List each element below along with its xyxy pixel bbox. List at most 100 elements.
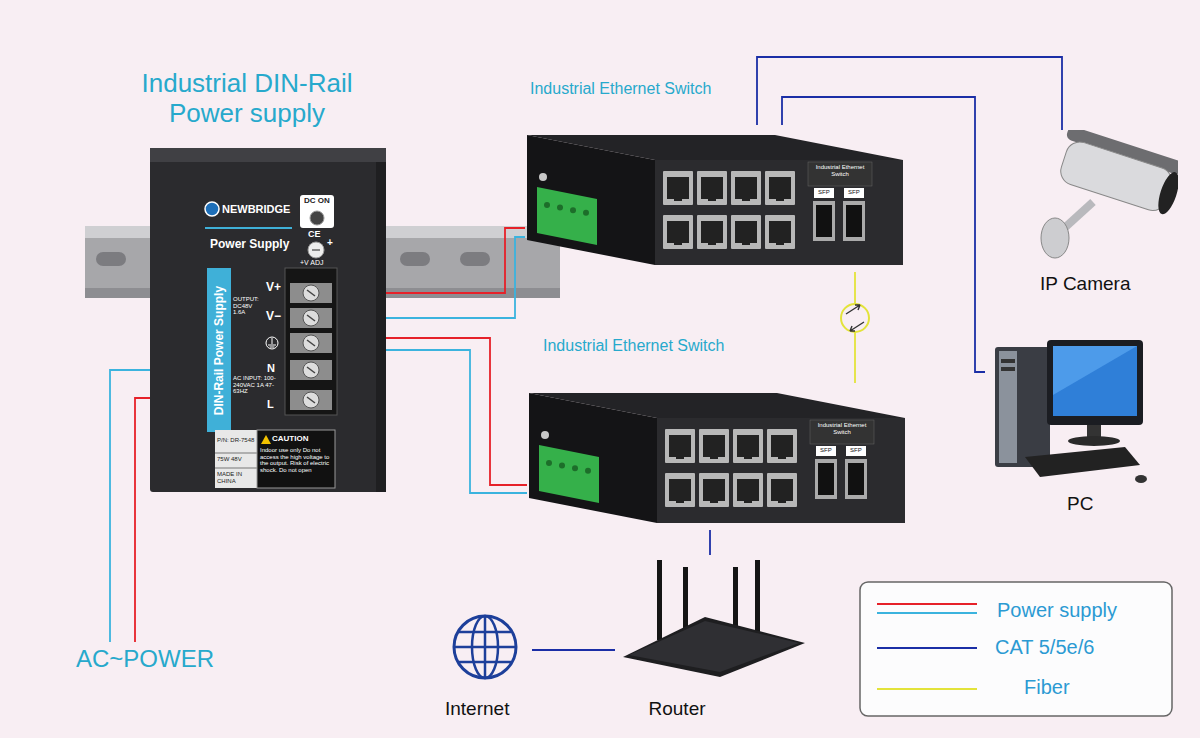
ethernet-switch-art-part [776,197,784,201]
ethernet-switch-art-part [667,177,689,199]
pc-art-part [1025,447,1140,477]
rating-text: AC INPUT: 100-240VAC 1A 47-63HZ [233,375,283,395]
ethernet-switch-art [525,125,905,272]
fiber-symbol [841,304,869,332]
panel-label: Industrial Ethernet Switch [810,164,870,177]
ethernet-switch-art-part [771,435,793,457]
rating-text: OUTPUT: DC48V 1.6A [233,296,263,316]
fiber-symbol-part [850,322,864,331]
power-supply-unit-art-part [268,345,276,346]
ethernet-cable [532,649,615,651]
pc-art-part [1047,340,1143,425]
ethernet-switch-art-part [701,177,723,199]
ethernet-switch-art-part [657,418,905,523]
power-supply-unit-art-part [303,285,319,301]
spec-text: P/N: DR-7548 [217,437,257,444]
power-supply-unit-art-part [290,390,332,410]
ethernet-switch-art-part [813,201,835,241]
ethernet-switch-art-part [744,455,752,459]
ip-camera-art-part-part [1154,170,1178,217]
ethernet-switch-art-part [544,202,550,208]
power-supply-unit-art-part [215,453,257,454]
ip-camera-art-part [1052,130,1178,217]
ethernet-switch-art-part [816,446,836,456]
router-art-part [629,621,799,672]
spec-text: MADE IN CHINA [217,471,257,484]
ethernet-switch-art-part [674,197,682,201]
power-supply-unit-art-part [303,335,319,351]
ethernet-switch-art-part [699,473,729,507]
ethernet-switch-art-part [771,479,793,501]
panel-label: Industrial Ethernet Switch [812,422,872,435]
ethernet-cable [709,530,711,555]
ethernet-switch-art-part [676,499,684,503]
din-rail-part [460,252,490,266]
caution-text: Indoor use only Do not access the high v… [260,447,332,473]
ethernet-switch-art-part [676,455,684,459]
ethernet-switch-art-part [810,420,874,444]
power-supply-unit-art-part [207,268,231,432]
power-wire [386,338,527,485]
ethernet-switch-art-part [541,431,549,439]
ethernet-switch-art-part [697,171,727,205]
ethernet-switch-art-part [539,173,547,181]
ethernet-switch-art-part [701,221,723,243]
pc-art-part [1053,346,1137,395]
pc-art-part [1001,359,1015,363]
product-name: Power Supply [210,238,289,251]
legend-panel-part [877,612,977,614]
device-heading: Industrial Ethernet Switch [543,337,724,355]
ethernet-switch-art-part [767,429,797,463]
adjust-label: +V ADJ [300,259,324,267]
router-art-part [657,560,662,640]
ethernet-switch-art-part [669,435,691,457]
ethernet-switch-art-part [585,468,591,474]
device-heading: Industrial DIN-Rail Power supply [122,68,372,128]
power-supply-unit-art-part [270,347,275,348]
ethernet-switch-art-part [663,171,693,205]
ethernet-switch-art-part [778,499,786,503]
ethernet-cable [757,57,1062,130]
din-rail-part [96,252,126,266]
power-supply-unit-art-part [215,468,257,469]
ethernet-switch-art-part [669,479,691,501]
power-supply-unit-art-part [266,337,278,349]
ip-camera: IP Camera [1015,130,1178,300]
port-label: SFP [818,189,830,196]
terminal-label: L [267,398,274,410]
power-supply-unit-art-part [150,148,386,162]
terminal-label: N [267,362,275,374]
ethernet-switch-art-part [572,465,578,471]
device-heading: Industrial Ethernet Switch [530,80,711,98]
fiber-symbol-part [846,305,860,314]
ethernet-switch-art-part [778,455,786,459]
ethernet-switch: Industrial Ethernet Switch [525,125,905,272]
ethernet-switch-art-part [767,473,797,507]
legend-text: Fiber [1024,676,1070,699]
power-wire [386,228,525,293]
ac-wire [110,370,150,642]
router-art [615,555,810,724]
power-supply-unit-art-part [290,283,332,303]
power-supply-unit-art-part [290,360,332,380]
pc-art-part [1053,346,1137,416]
ethernet-switch-art-part [765,171,795,205]
ethernet-switch-art-part [769,221,791,243]
power-supply-unit-art-part [312,249,320,251]
side-band-text: DIN-Rail Power Supply [213,285,226,414]
power-supply-unit-art-part [303,362,319,378]
power-wire [386,350,527,493]
ip-camera-art-part [1041,218,1069,258]
ethernet-switch-art-part [848,463,864,495]
port-label: SFP [850,447,862,454]
ac-power-source: AC~POWER [72,642,219,676]
ethernet-switch-art-part [731,215,761,249]
ethernet-switch-art-part [583,210,589,216]
ethernet-switch-art-part [818,463,834,495]
brand-name: NEWBRIDGE [222,203,290,215]
power-supply-unit-art-part [308,242,324,258]
power-supply-unit-art-part [376,162,386,492]
ethernet-switch-art-part [674,241,682,245]
legend-panel-part [877,647,977,649]
